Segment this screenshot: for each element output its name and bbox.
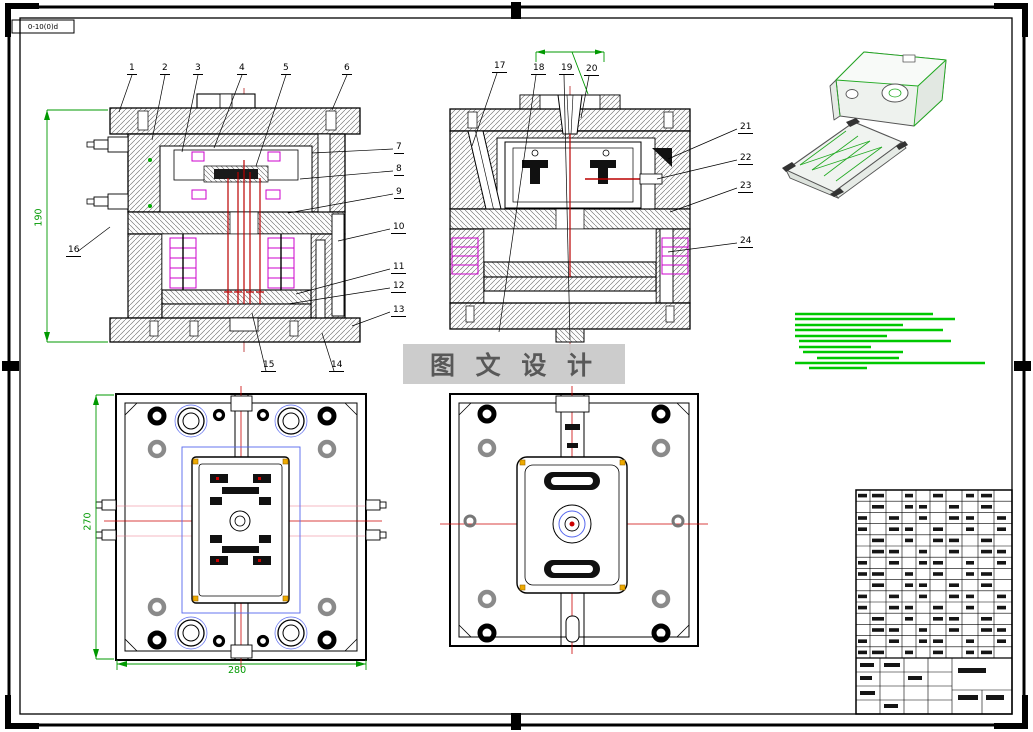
part-label-6: 6 bbox=[342, 63, 352, 75]
front-section-view bbox=[86, 88, 361, 352]
green-revision-bars bbox=[795, 312, 985, 370]
part-label-22: 22 bbox=[738, 153, 754, 165]
part-label-18: 18 bbox=[531, 63, 547, 75]
dim-width-280: 280 bbox=[228, 665, 247, 676]
dimension-arrows bbox=[44, 49, 604, 667]
title-block-text-illegible bbox=[858, 493, 1006, 655]
part-label-14: 14 bbox=[329, 360, 345, 372]
part-label-23: 23 bbox=[738, 181, 754, 193]
part-label-8: 8 bbox=[394, 164, 404, 176]
watermark: 图 文 设 计 bbox=[403, 344, 625, 384]
plan-view-fixed-half bbox=[440, 386, 708, 654]
part-label-17: 17 bbox=[492, 61, 508, 73]
part-label-20: 20 bbox=[584, 64, 600, 76]
leader-lines bbox=[76, 72, 738, 372]
title-block bbox=[855, 489, 1013, 715]
part-label-11: 11 bbox=[391, 262, 407, 274]
part-label-2: 2 bbox=[160, 63, 170, 75]
iso-part-upper bbox=[829, 51, 947, 127]
part-label-12: 12 bbox=[391, 281, 407, 293]
part-label-9: 9 bbox=[394, 187, 404, 199]
plan-view-moving-half bbox=[95, 386, 387, 668]
title-block-row-lines bbox=[856, 500, 1012, 648]
part-label-1: 1 bbox=[127, 63, 137, 75]
dimension-lines bbox=[46, 51, 605, 670]
iso-part-lower bbox=[782, 118, 908, 199]
side-section-view bbox=[449, 86, 691, 352]
part-label-13: 13 bbox=[391, 305, 407, 317]
isometric-parts bbox=[782, 51, 947, 199]
part-label-10: 10 bbox=[391, 222, 407, 234]
dim-height-190: 190 bbox=[33, 208, 45, 227]
part-label-4: 4 bbox=[237, 63, 247, 75]
part-label-24: 24 bbox=[738, 236, 754, 248]
part-label-3: 3 bbox=[193, 63, 203, 75]
part-label-7: 7 bbox=[394, 142, 404, 154]
part-label-19: 19 bbox=[559, 63, 575, 75]
part-label-16: 16 bbox=[66, 245, 82, 257]
part-label-15: 15 bbox=[261, 360, 277, 372]
corner-drawing-number: 0-10(0)d bbox=[27, 23, 59, 31]
part-label-21: 21 bbox=[738, 122, 754, 134]
part-label-5: 5 bbox=[281, 63, 291, 75]
title-block-text-illegible-static bbox=[860, 663, 1004, 708]
dim-height-270: 270 bbox=[82, 512, 94, 531]
